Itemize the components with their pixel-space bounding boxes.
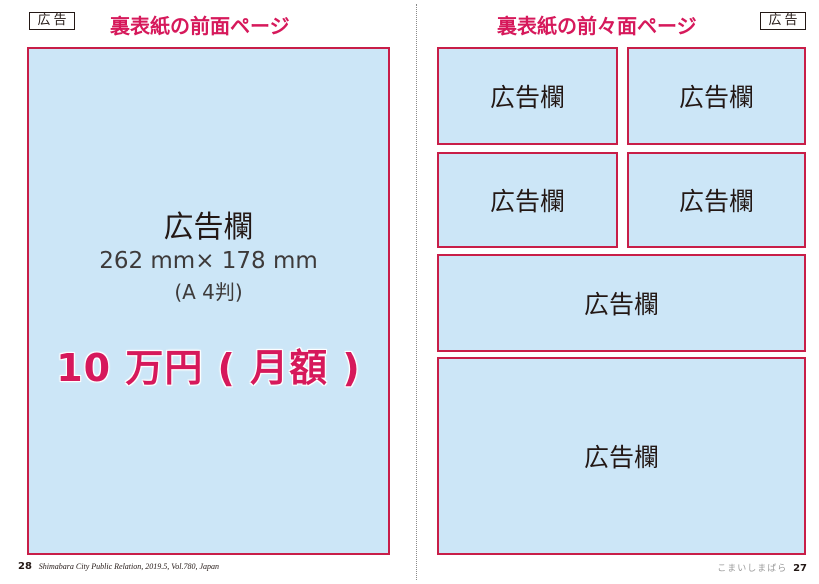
ad-box-wide: 広告欄 [437,254,806,352]
ad-label: 広告欄 [678,83,754,112]
ad-label: 広告欄 [489,83,565,112]
ad-format: (A 4判) [174,280,243,304]
page-divider [416,4,417,580]
right-page: 裏表紙の前々面ページ 広告 広告欄 広告欄 広告欄 広告欄 広告欄 広告欄 こま… [410,0,819,584]
page-title-left: 裏表紙の前面ページ [110,14,290,38]
ad-price: 10 万円 ( 月額 ) [56,346,361,390]
left-page: 広告 裏表紙の前面ページ 広告欄 262 mm× 178 mm (A 4判) 1… [0,0,409,584]
ad-tag-left: 広告 [29,12,75,30]
page-title-right: 裏表紙の前々面ページ [497,14,697,38]
publication-info: Shimabara City Public Relation, 2019.5, … [38,562,220,571]
full-page-ad-box: 広告欄 262 mm× 178 mm (A 4判) 10 万円 ( 月額 ) [27,47,390,555]
ad-label: 広告欄 [163,210,254,245]
ad-label: 広告欄 [489,187,565,216]
ad-box-middle-left: 広告欄 [437,152,618,248]
footer-left: 28 Shimabara City Public Relation, 2019.… [18,561,219,572]
page-number-left: 28 [18,561,32,572]
ad-label: 広告欄 [583,290,659,319]
ad-label: 広告欄 [678,187,754,216]
footer-right: こまいしまばら 27 [717,561,807,574]
ad-label: 広告欄 [583,443,659,472]
ad-size: 262 mm× 178 mm [99,248,318,274]
ad-box-half-page: 広告欄 [437,357,806,555]
publication-logo: こまいしまばら [717,564,788,574]
ad-box-top-left: 広告欄 [437,47,618,145]
ad-box-top-right: 広告欄 [627,47,806,145]
ad-tag-right: 広告 [760,12,806,30]
ad-box-middle-right: 広告欄 [627,152,806,248]
page-number-right: 27 [793,563,807,574]
